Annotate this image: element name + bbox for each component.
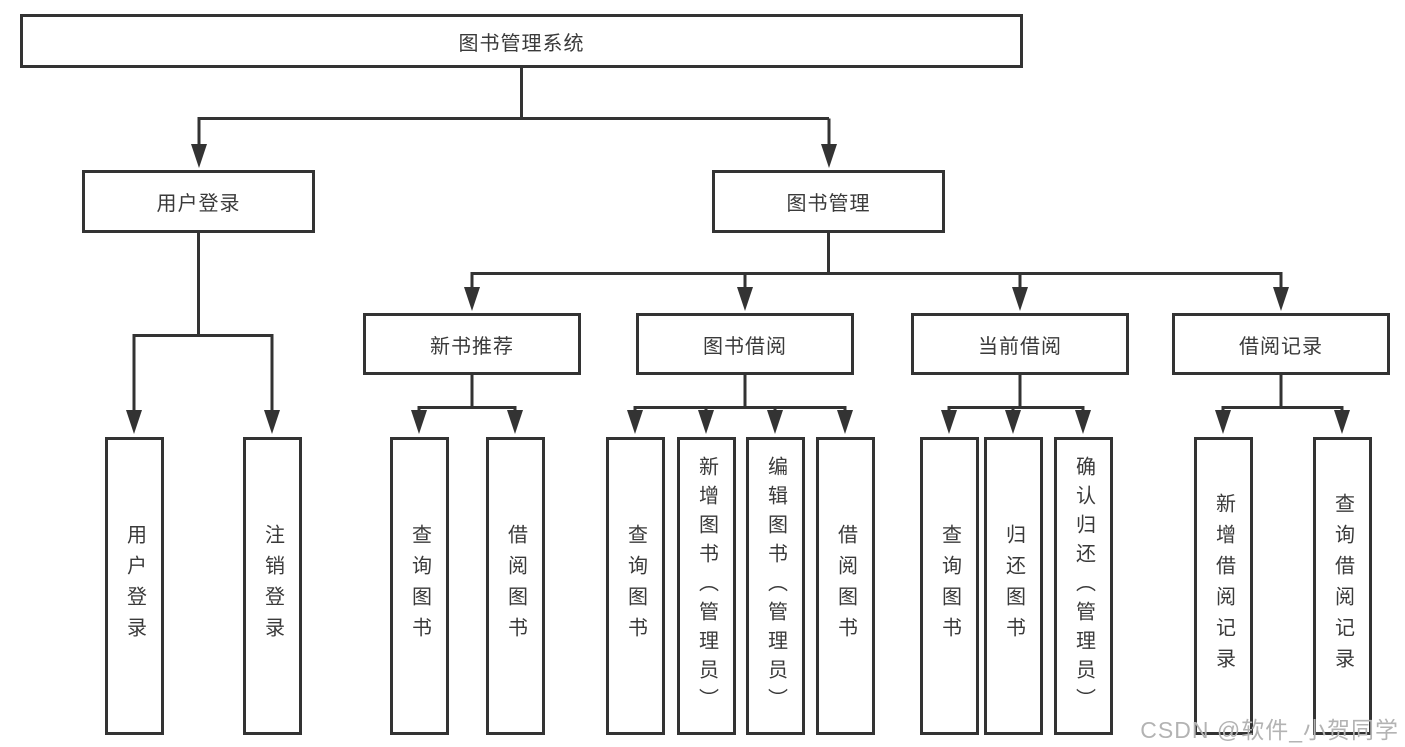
leaf-query-books-recommend: 查询图书 [390,437,449,735]
node-book-borrow: 图书借阅 [636,313,854,375]
leaf-add-borrow-record: 新增借阅记录 [1194,437,1253,735]
arrowhead-down-icon [411,410,427,434]
arrowhead-down-icon [191,144,207,168]
leaf-return-book: 归还图书 [984,437,1043,735]
leaf-borrow-books: 借阅图书 [816,437,875,735]
node-library-management-system: 图书管理系统 [20,14,1023,68]
arrowhead-down-icon [264,410,280,434]
leaf-label: 查询图书 [624,524,647,648]
connector-book-borrow [633,375,847,413]
leaf-user-login: 用户登录 [105,437,164,735]
arrowhead-down-icon [837,410,853,434]
leaf-query-books-current: 查询图书 [920,437,979,735]
leaf-add-book-admin: 新增图书（管理员） [677,437,736,735]
node-current-borrow: 当前借阅 [911,313,1129,375]
connector-borrow-records [1221,375,1344,413]
arrowhead-down-icon [1005,410,1021,434]
leaf-label: 查询图书 [408,524,431,648]
node-borrow-records: 借阅记录 [1172,313,1390,375]
arrowhead-down-icon [1273,287,1289,311]
leaf-borrow-books-recommend: 借阅图书 [486,437,545,735]
arrowhead-down-icon [1334,410,1350,434]
arrowhead-down-icon [941,410,957,434]
arrowhead-down-icon [737,287,753,311]
leaf-label: 查询借阅记录 [1331,493,1354,679]
leaf-label: 用户登录 [123,524,146,648]
arrowhead-down-icon [1012,287,1028,311]
arrowhead-down-icon [767,410,783,434]
leaf-label: 新增图书（管理员） [695,455,718,717]
leaf-logout: 注销登录 [243,437,302,735]
leaf-label: 借阅图书 [504,524,527,648]
arrowhead-down-icon [1215,410,1231,434]
leaf-label: 确认归还（管理员） [1072,455,1095,717]
connector-root [197,68,831,146]
leaf-label: 新增借阅记录 [1212,493,1235,679]
connector-new-book-recommend [417,375,517,413]
arrowhead-down-icon [126,410,142,434]
arrowhead-down-icon [464,287,480,311]
node-user-login: 用户登录 [82,170,315,233]
leaf-label: 查询图书 [938,524,961,648]
leaf-query-books-borrow: 查询图书 [606,437,665,735]
leaf-label: 编辑图书（管理员） [764,455,787,717]
leaf-confirm-return-admin: 确认归还（管理员） [1054,437,1113,735]
arrowhead-down-icon [507,410,523,434]
arrowhead-down-icon [698,410,714,434]
node-book-management: 图书管理 [712,170,945,233]
leaf-label: 借阅图书 [834,524,857,648]
leaf-query-borrow-record: 查询借阅记录 [1313,437,1372,735]
arrowhead-down-icon [821,144,837,168]
arrowhead-down-icon [1075,410,1091,434]
connector-book-management [470,233,1283,290]
connector-current-borrow [947,375,1085,413]
leaf-edit-book-admin: 编辑图书（管理员） [746,437,805,735]
leaf-label: 注销登录 [261,524,284,648]
connector-user-login [132,233,274,412]
leaf-label: 归还图书 [1002,524,1025,648]
arrowhead-down-icon [627,410,643,434]
watermark-text: CSDN @软件_小贺同学 [1140,717,1399,743]
node-new-book-recommend: 新书推荐 [363,313,581,375]
